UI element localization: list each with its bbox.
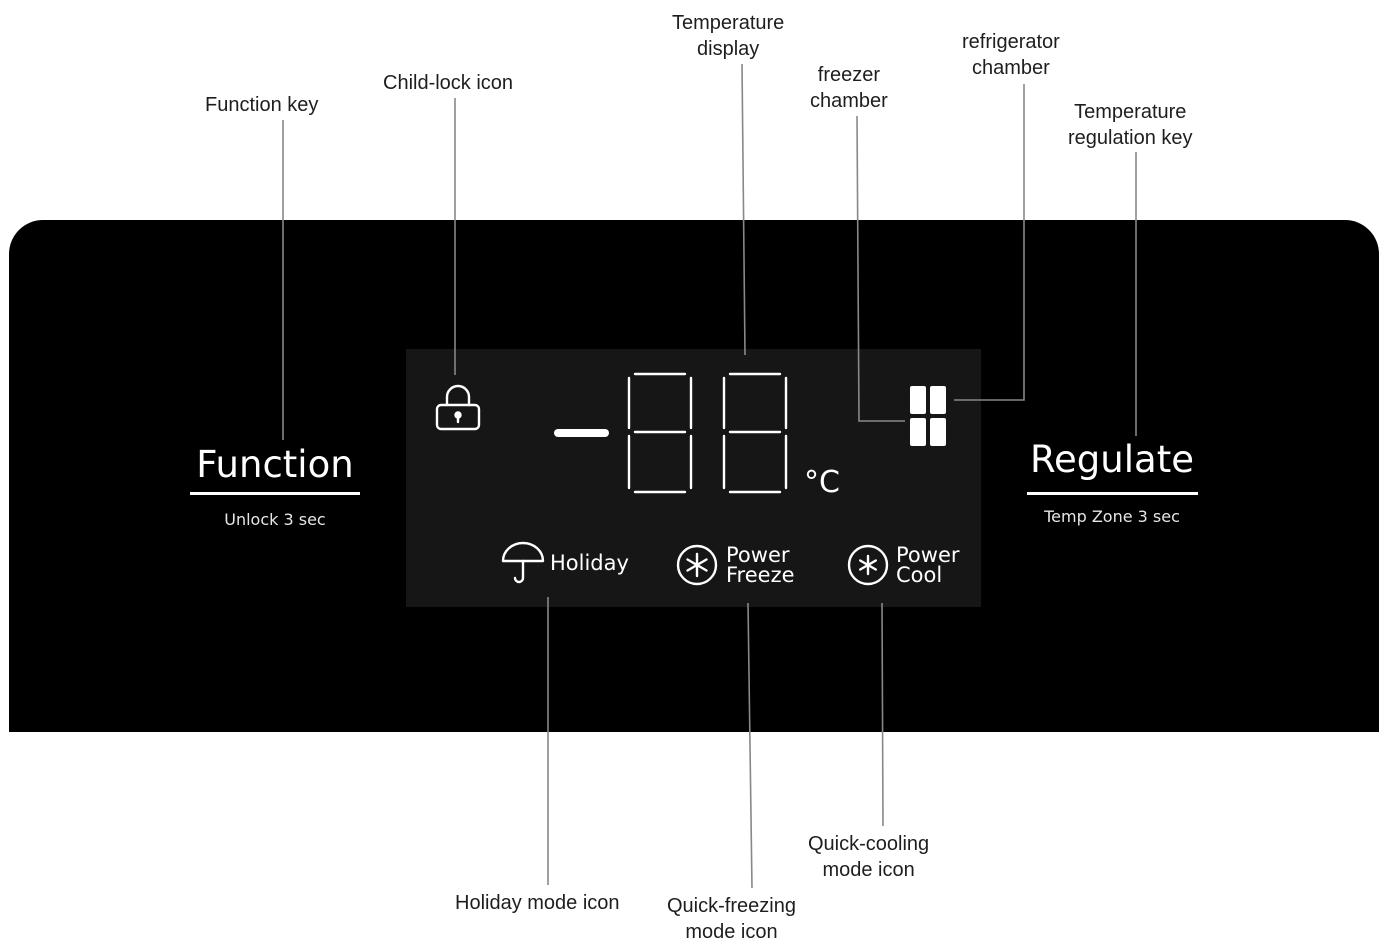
- regulate-key[interactable]: Regulate: [1030, 438, 1194, 481]
- callout-freezer-chamber: freezer chamber: [810, 64, 888, 112]
- regulate-key-hint: Temp Zone 3 sec: [1044, 507, 1180, 526]
- callout-function-key: Function key: [205, 94, 319, 116]
- asterisk-circle-icon: [847, 544, 889, 586]
- holiday-mode-label: Holiday: [550, 551, 629, 575]
- regulate-key-underline: [1027, 492, 1198, 495]
- chamber-icon: [910, 386, 946, 446]
- callout-holiday-mode-icon: Holiday mode icon: [455, 892, 620, 914]
- power-cool-label: Power Cool: [896, 543, 960, 587]
- umbrella-icon: [501, 541, 545, 584]
- temperature-digits: [554, 372, 788, 494]
- callout-refrigerator-chamber: refrigerator chamber: [962, 31, 1060, 79]
- callout-child-lock-icon: Child-lock icon: [383, 72, 514, 94]
- snowflake-circle-icon: [676, 544, 718, 586]
- lock-icon: [435, 384, 481, 431]
- callout-quick-cooling-mode-icon: Quick-cooling mode icon: [808, 833, 930, 881]
- temperature-unit: °C: [804, 465, 840, 500]
- callout-quick-freezing-mode-icon: Quick-freezing mode icon: [667, 895, 796, 943]
- callout-temperature-display: Temperature display: [672, 12, 785, 60]
- function-key-underline: [190, 492, 360, 495]
- function-key-hint: Unlock 3 sec: [224, 510, 326, 529]
- function-key[interactable]: Function: [196, 443, 354, 486]
- callout-temperature-regulation-key: Temperature regulation key: [1068, 101, 1193, 149]
- power-freeze-label: Power Freeze: [726, 543, 795, 587]
